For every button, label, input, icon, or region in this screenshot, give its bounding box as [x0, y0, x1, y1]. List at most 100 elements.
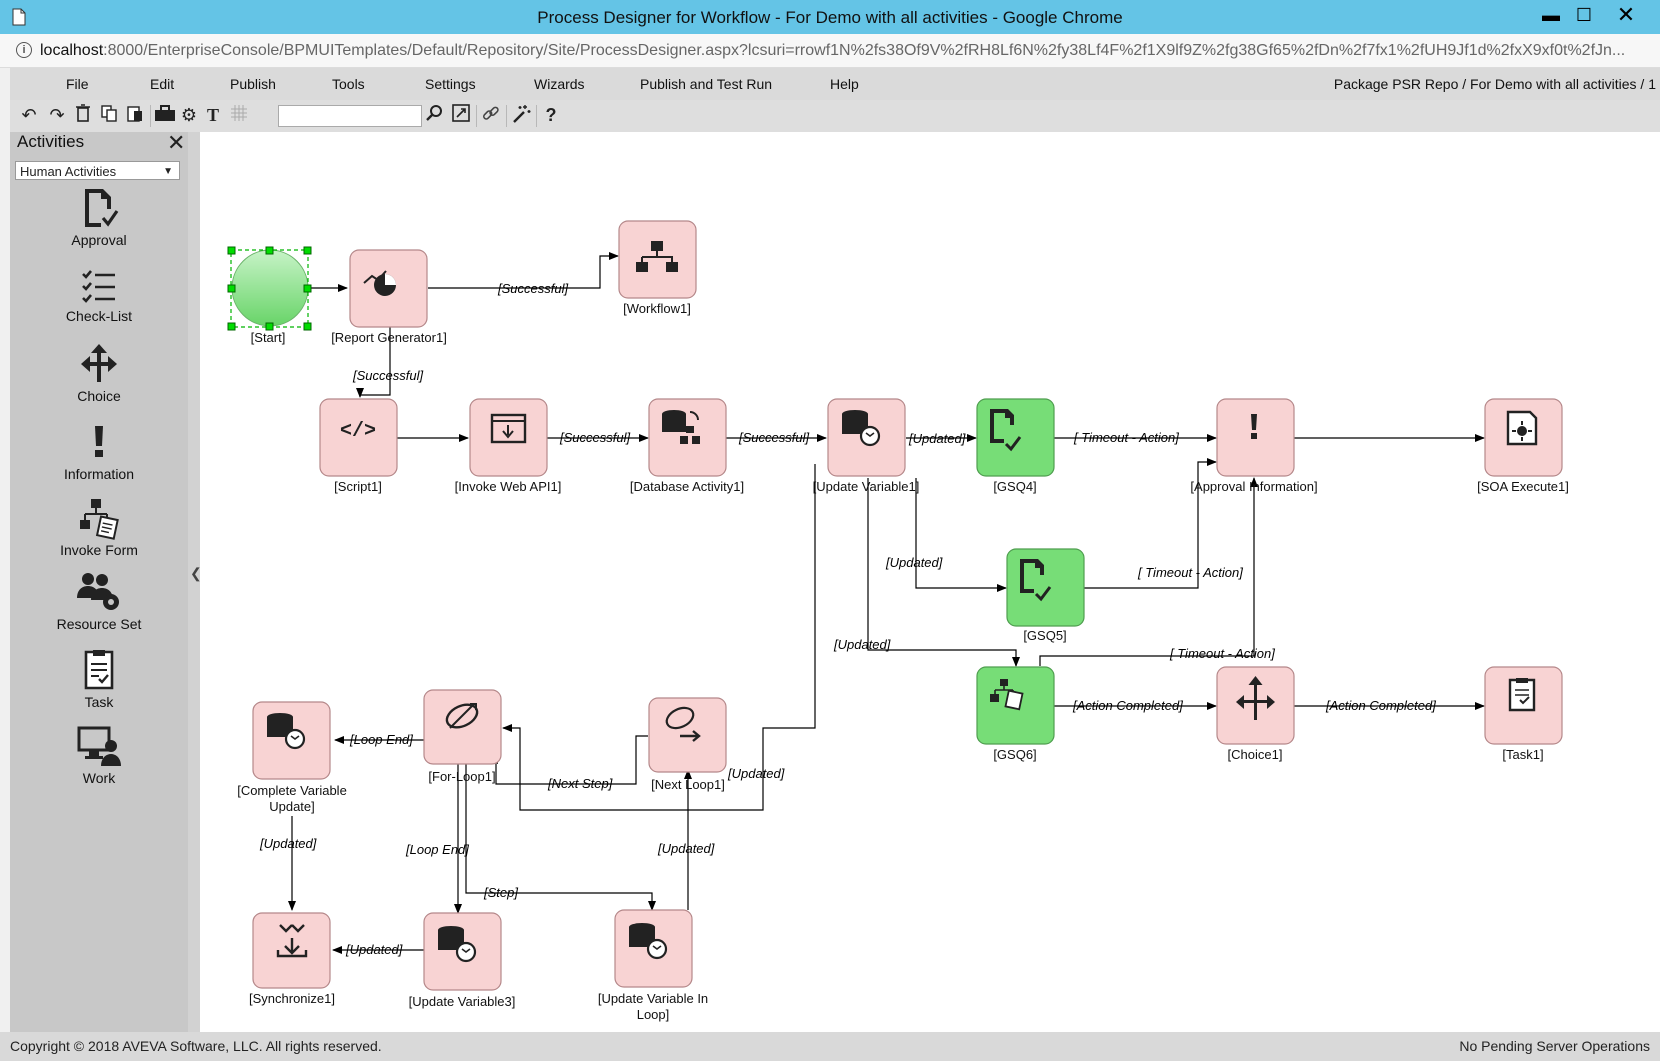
node-approvalinfo[interactable]: [1216, 398, 1295, 477]
help-icon[interactable]: ?: [545, 105, 557, 125]
address-bar[interactable]: i localhost:8000/EnterpriseConsole/BPMUI…: [0, 34, 1660, 68]
edge-updvar1-forloop[interactable]: [502, 464, 816, 811]
workflow-diagram[interactable]: [Successful] [Successful] [Successful] […: [200, 132, 1660, 1032]
node-soa[interactable]: [1484, 398, 1563, 477]
edge-label: [Next Step]: [547, 776, 613, 791]
node-webapi[interactable]: [469, 398, 548, 477]
palette-check-list[interactable]: Check-List: [10, 266, 188, 324]
panel-splitter[interactable]: ❮: [188, 132, 202, 1032]
edge-gsq6-approvalinfo[interactable]: [1039, 477, 1258, 666]
edge-report-script[interactable]: [356, 327, 391, 398]
link-icon[interactable]: [480, 104, 502, 126]
maximize-icon: ☐: [1575, 5, 1593, 25]
node-nextloop[interactable]: [648, 697, 727, 773]
node-label: [Choice1]: [1228, 747, 1283, 762]
soa-execute-icon: [1506, 410, 1538, 446]
copy-icon[interactable]: [98, 104, 120, 126]
node-complete[interactable]: [252, 701, 331, 780]
breadcrumb: Package PSR Repo / For Demo with all act…: [1333, 76, 1656, 92]
node-script[interactable]: </>: [319, 398, 398, 477]
database-activity-icon: [662, 410, 700, 444]
redo-icon[interactable]: ↷: [49, 105, 65, 125]
node-workflow[interactable]: [618, 220, 697, 299]
fit-icon[interactable]: [450, 104, 472, 126]
palette-task[interactable]: Task: [10, 648, 188, 710]
edge-report-workflow[interactable]: [428, 252, 619, 289]
menu-publish[interactable]: Publish: [230, 76, 276, 92]
window-titlebar: Process Designer for Workflow - For Demo…: [0, 0, 1660, 34]
edge-label: [Successful]: [352, 368, 423, 383]
menu-settings[interactable]: Settings: [425, 76, 476, 92]
palette-label: Invoke Form: [60, 542, 138, 558]
node-sync[interactable]: [252, 912, 331, 989]
text-icon[interactable]: T: [206, 105, 219, 125]
menu-publish-test-run[interactable]: Publish and Test Run: [640, 76, 773, 92]
node-labels: [Start] [Report Generator1] [Workflow1] …: [237, 301, 1569, 1022]
gear-icon[interactable]: ⚙: [180, 105, 198, 125]
edge-forloop-updloop[interactable]: [465, 764, 656, 911]
menu-edit[interactable]: Edit: [150, 76, 175, 92]
url-text[interactable]: localhost:8000/EnterpriseConsole/BPMUITe…: [40, 42, 1650, 60]
close-panel-icon[interactable]: ✕: [167, 130, 186, 155]
delete-icon[interactable]: [72, 104, 94, 126]
maximize-button[interactable]: ☐: [1568, 4, 1600, 26]
node-gsq4[interactable]: [976, 398, 1055, 477]
edge-label: [Updated]: [908, 431, 966, 446]
toolbar-separator: [536, 105, 537, 127]
palette-choice[interactable]: Choice: [10, 342, 188, 404]
node-label: [Update Variable3]: [409, 994, 516, 1009]
palette-invoke-form[interactable]: Invoke Form: [10, 496, 188, 558]
chevron-left-icon[interactable]: ❮: [190, 565, 202, 581]
node-choice1[interactable]: [1216, 666, 1295, 745]
toolbox-icon[interactable]: [154, 104, 176, 126]
node-gsq6[interactable]: [976, 666, 1055, 745]
menu-file[interactable]: File: [66, 76, 89, 92]
node-task1[interactable]: [1484, 666, 1563, 745]
approval-icon: [990, 409, 1022, 452]
node-forloop[interactable]: [423, 689, 502, 765]
node-label: [GSQ4]: [993, 479, 1036, 494]
node-updloop[interactable]: [614, 909, 693, 988]
palette-information[interactable]: Information: [10, 420, 188, 482]
node-gsq5[interactable]: [1006, 548, 1085, 627]
node-updvar1[interactable]: [827, 398, 906, 477]
node-start[interactable]: [227, 246, 312, 331]
search-icon[interactable]: [424, 104, 446, 126]
activity-category-select[interactable]: Human Activities ▼: [15, 161, 180, 180]
edge-label: [Loop End]: [405, 842, 469, 857]
edge-updvar1-gsq6[interactable]: [867, 478, 1020, 667]
server-status: No Pending Server Operations: [1459, 1038, 1650, 1054]
paste-icon[interactable]: [124, 104, 146, 126]
undo-icon[interactable]: ↶: [21, 105, 37, 125]
edge-label: [Successful]: [559, 430, 630, 445]
palette-work[interactable]: Work: [10, 724, 188, 786]
url-host: localhost: [40, 42, 104, 59]
grid-icon[interactable]: [228, 104, 250, 126]
toolbar-search-input[interactable]: [278, 105, 422, 127]
menu-help[interactable]: Help: [830, 76, 859, 92]
node-label: [Start]: [251, 330, 286, 345]
palette-approval[interactable]: Approval: [10, 186, 188, 248]
info-icon[interactable]: i: [16, 42, 32, 58]
node-updvar3[interactable]: [423, 912, 502, 991]
edge-updvar1-gsq5[interactable]: [915, 478, 1007, 592]
choice-icon: [81, 344, 117, 382]
loop-icon: [445, 703, 479, 729]
menu-tools[interactable]: Tools: [332, 76, 365, 92]
node-label: [Workflow1]: [623, 301, 691, 316]
menu-wizards[interactable]: Wizards: [534, 76, 585, 92]
edge-label: [ Timeout - Action]: [1073, 430, 1179, 445]
edge-gsq5-approvalinfo[interactable]: [1084, 458, 1217, 589]
node-report[interactable]: [349, 249, 428, 328]
toolbar-separator: [150, 105, 151, 127]
minimize-button[interactable]: ▬: [1535, 4, 1567, 26]
close-window-button[interactable]: ✕: [1610, 4, 1642, 26]
process-canvas[interactable]: [Successful] [Successful] [Successful] […: [200, 132, 1660, 1032]
node-label: [Invoke Web API1]: [455, 479, 562, 494]
palette-resource-set[interactable]: Resource Set: [10, 570, 188, 632]
node-shapes: </>: [252, 220, 1563, 991]
magic-wand-icon[interactable]: [510, 104, 532, 126]
node-label: [Database Activity1]: [630, 479, 744, 494]
node-dbact[interactable]: [648, 398, 727, 477]
node-label: [Approval Information]: [1190, 479, 1317, 494]
